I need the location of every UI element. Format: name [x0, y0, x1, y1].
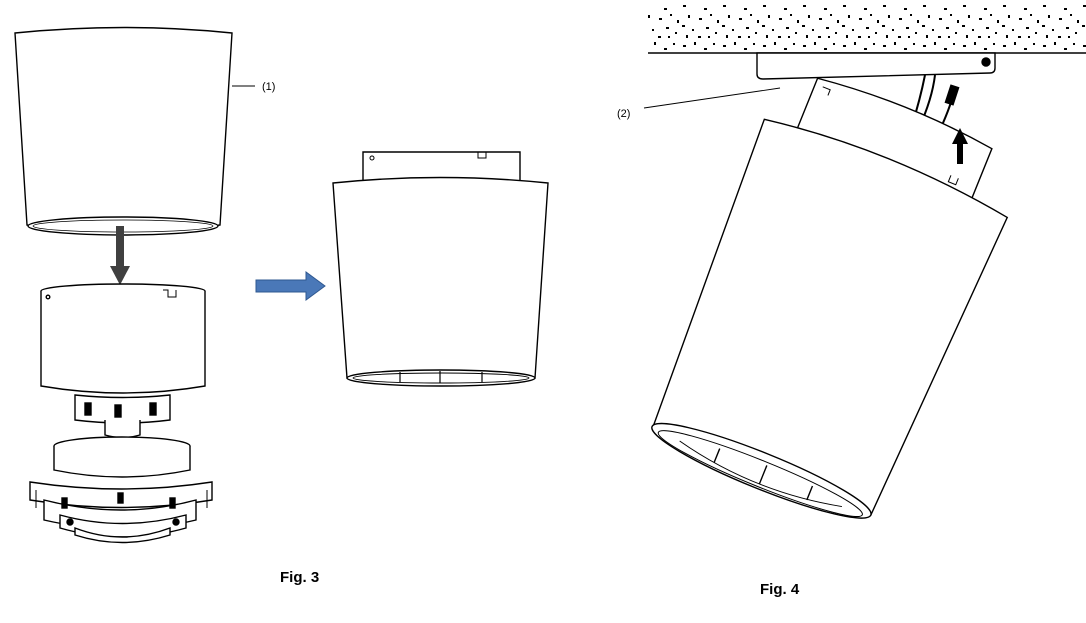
enclosure-cover: [14, 26, 233, 236]
callout-1: (1): [262, 81, 275, 93]
mount-plate: [756, 52, 996, 80]
fig3-exploded-assembly: [14, 26, 255, 544]
callout-2-leader: [643, 87, 781, 109]
arrow-right-icon: [255, 271, 326, 301]
mount-cylinder: [40, 283, 206, 394]
fig3-assembled-camera: [332, 151, 549, 387]
fig4-ceiling-mount: [643, 5, 1086, 519]
mount-bracket: [29, 394, 213, 544]
arrow-down-icon: [110, 226, 130, 285]
fig4-caption: Fig. 4: [760, 581, 800, 598]
callout-2: (2): [617, 108, 630, 120]
ceiling: [648, 5, 1086, 53]
tilted-camera: [651, 77, 1009, 519]
fig3-caption: Fig. 3: [280, 569, 320, 586]
arrow-up-icon: [952, 128, 968, 164]
